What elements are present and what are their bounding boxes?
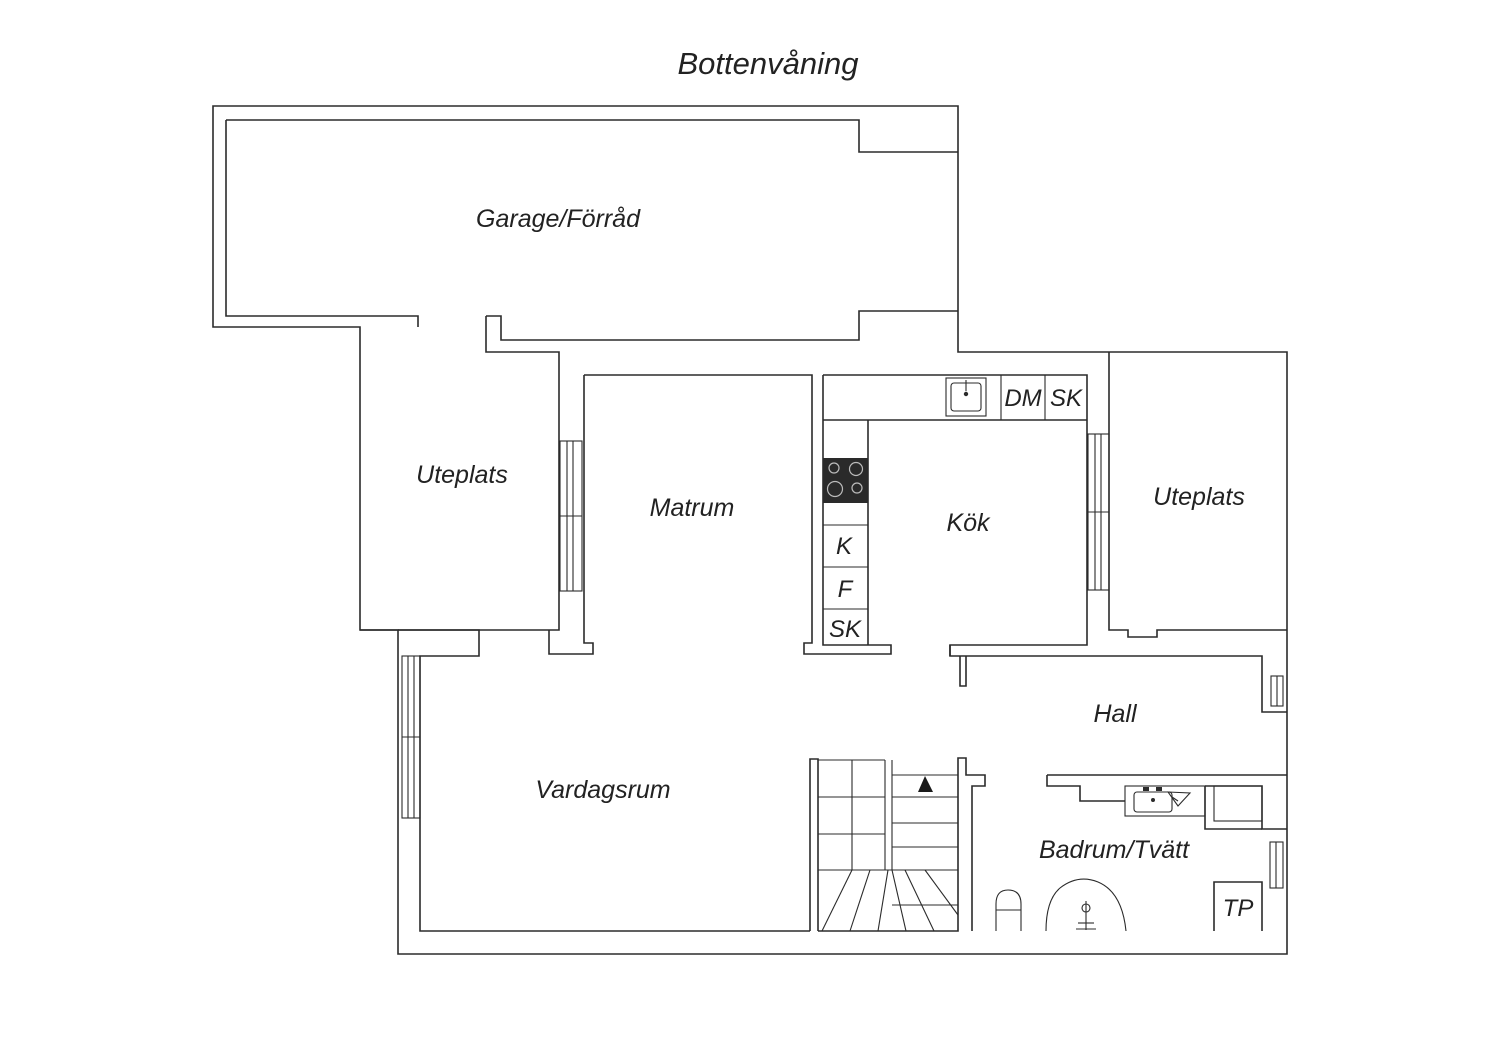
room-label-kok: Kök [946, 509, 991, 537]
stove-icon [823, 458, 868, 503]
fixture-label-sk-top: SK [1050, 385, 1083, 412]
room-label-garage: Garage/Förråd [476, 205, 641, 233]
window-bathroom [1269, 841, 1284, 889]
fixture-label-f: F [838, 576, 854, 603]
room-label-badrum: Badrum/Tvätt [1039, 836, 1190, 864]
room-label-matrum: Matrum [650, 494, 735, 522]
toilet-icon [995, 889, 1022, 931]
fixture-label-sk-bottom: SK [829, 616, 862, 643]
fixture-label-tp: TP [1223, 895, 1254, 922]
bathroom-walls [1046, 774, 1287, 931]
kitchen-walls [823, 374, 1263, 687]
staircase [809, 757, 986, 932]
fixture-label-dm: DM [1004, 385, 1041, 412]
window-kitchen-right [1087, 433, 1110, 591]
room-label-vardagsrum: Vardagsrum [535, 776, 670, 804]
room-label-uteplats-right: Uteplats [1153, 483, 1245, 511]
window-left-uteplats [559, 440, 583, 592]
shower-icon [1045, 878, 1127, 932]
washbasin-icon [1124, 785, 1206, 817]
vardagsrum-walls [398, 629, 810, 932]
matrum-walls [548, 374, 892, 655]
room-label-hall: Hall [1093, 700, 1138, 728]
window-hall [1261, 675, 1287, 713]
fixture-label-k: K [836, 533, 853, 560]
stairs-up-arrow-icon [918, 776, 933, 792]
garage-walls [212, 105, 1288, 955]
room-label-uteplats-left: Uteplats [416, 461, 508, 489]
kitchen-sink-icon [945, 377, 987, 417]
uteplats-right-walls [1108, 352, 1287, 638]
floor-title: Bottenvåning [678, 46, 859, 81]
